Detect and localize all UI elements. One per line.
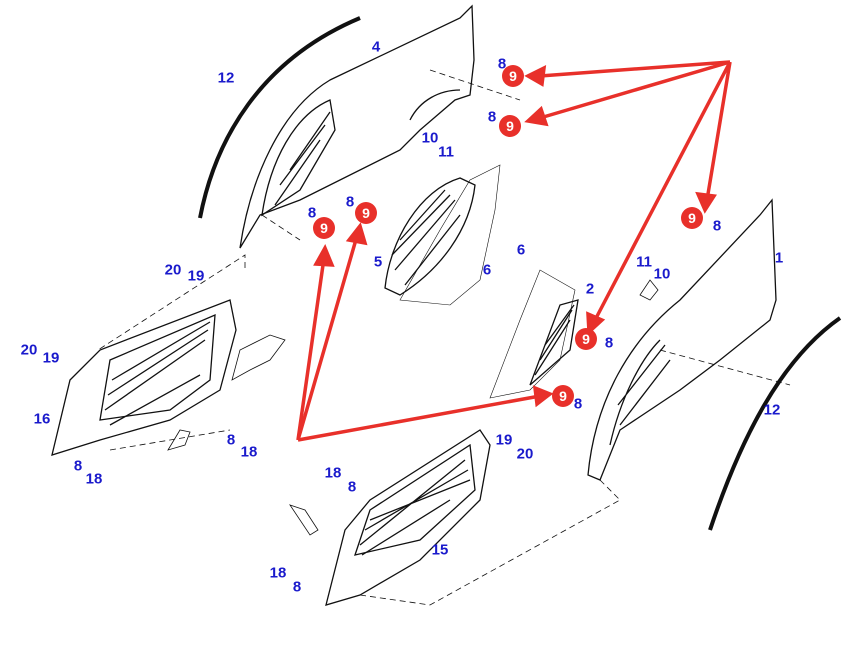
part-number-label: 18: [85, 470, 103, 488]
part-number-label: 16: [33, 410, 51, 428]
part-number-label: 19: [187, 267, 205, 285]
callout-badge: 9: [552, 385, 574, 407]
part-number-label: 10: [653, 265, 671, 283]
part-number-label: 6: [482, 261, 492, 279]
arrow: [592, 61, 732, 323]
part-number-label: 8: [604, 334, 614, 352]
part-number-label: 8: [307, 204, 317, 222]
callout-badge: 9: [499, 115, 521, 137]
part-number-label: 5: [373, 253, 383, 271]
part-number-label: 19: [495, 431, 513, 449]
arrowhead: [524, 105, 549, 127]
part-number-label: 8: [573, 395, 583, 413]
part-number-label: 4: [371, 38, 381, 56]
part-number-label: 8: [487, 108, 497, 126]
part-number-label: 18: [269, 564, 287, 582]
arrowhead: [695, 191, 717, 214]
part-number-label: 20: [164, 261, 182, 279]
grille-lower: [489, 269, 576, 399]
callout-badge: 9: [502, 65, 524, 87]
part-number-label: 8: [226, 431, 236, 449]
part-number-label: 8: [73, 457, 83, 475]
part-number-label: 18: [324, 464, 342, 482]
arrowhead: [313, 243, 335, 267]
side-panel-15: [325, 429, 491, 606]
seal-strip-left: [198, 16, 361, 219]
part-number-label: 20: [20, 341, 38, 359]
arrowhead: [532, 385, 554, 408]
part-number-label: 12: [217, 69, 235, 87]
part-number-label: 8: [347, 478, 357, 496]
part-number-label: 8: [497, 55, 507, 73]
part-number-label: 20: [516, 445, 534, 463]
part-number-label: 15: [431, 541, 449, 559]
arrow: [297, 394, 541, 442]
side-panel-16: [51, 299, 237, 456]
part-number-label: 8: [292, 578, 302, 596]
callout-badge: 9: [681, 207, 703, 229]
leader-dashes: [97, 69, 791, 606]
grille-upper: [384, 177, 476, 296]
part-number-label: 18: [240, 443, 258, 461]
arrow: [296, 257, 326, 441]
part-number-label: 8: [345, 193, 355, 211]
callout-badge: 9: [313, 217, 335, 239]
part-number-label: 19: [42, 349, 60, 367]
callout-arrows: [296, 60, 732, 442]
part-number-label: 8: [712, 217, 722, 235]
arrow: [705, 61, 732, 201]
callout-badge: 9: [575, 328, 597, 350]
seal-strip-right: [708, 316, 842, 531]
part-number-label: 10: [421, 129, 439, 147]
part-number-label: 11: [438, 143, 454, 161]
part-number-label: 2: [585, 280, 595, 298]
part-outlines: [51, 4, 842, 606]
arrow: [539, 60, 731, 120]
callout-badge: 9: [355, 202, 377, 224]
part-number-label: 11: [636, 253, 652, 271]
bracket: [231, 334, 286, 381]
part-number-label: 6: [516, 241, 526, 259]
side-panel-right: [587, 198, 777, 481]
part-number-label: 12: [763, 401, 781, 419]
arrowhead: [345, 222, 368, 246]
arrowhead: [586, 311, 606, 336]
side-panel-upper: [239, 4, 475, 249]
part-number-label: 1: [774, 249, 784, 267]
arrow: [296, 235, 359, 441]
arrow: [539, 60, 731, 78]
arrowhead: [524, 64, 547, 87]
